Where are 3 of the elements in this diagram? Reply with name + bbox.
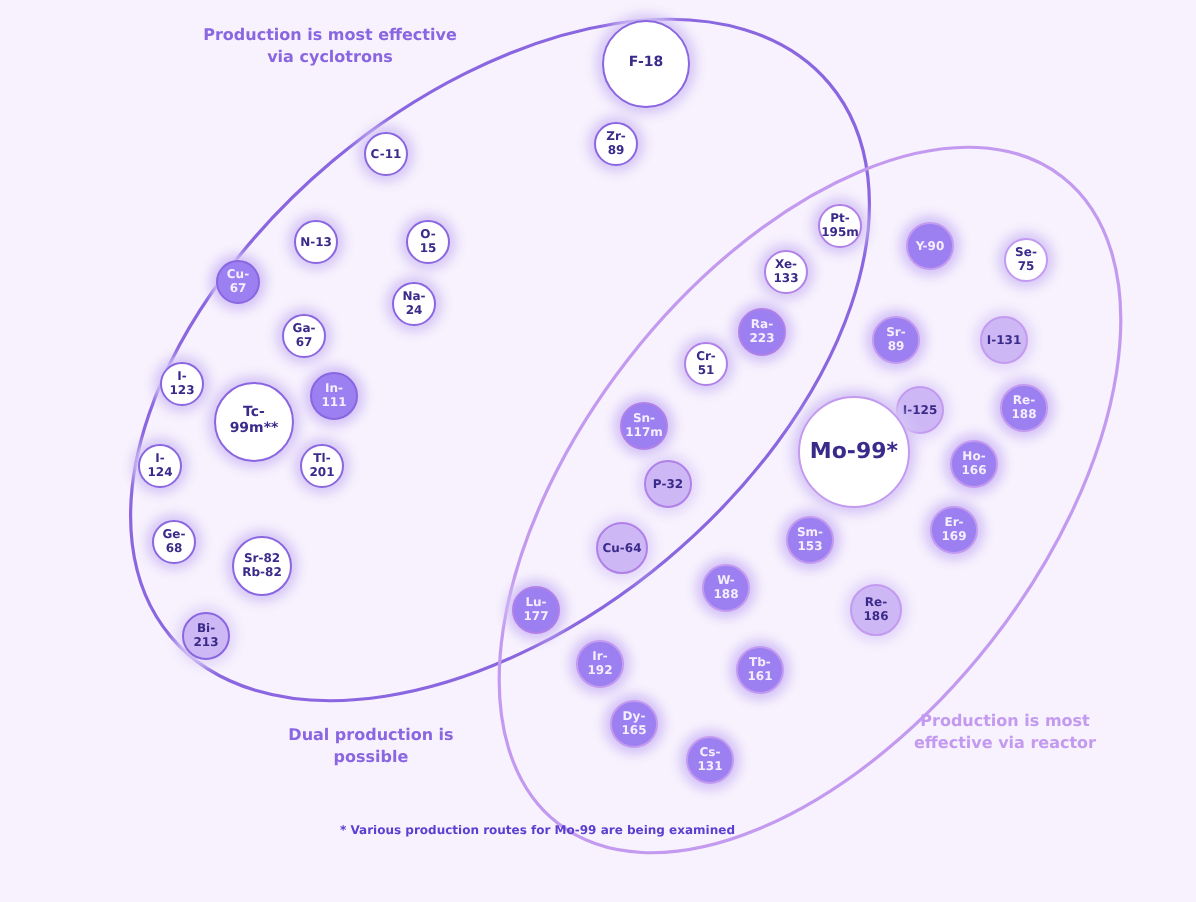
set-heading: Production is most effective via cyclotrons — [201, 24, 459, 68]
set-heading: Production is most effective via reactor — [912, 710, 1098, 754]
region-label: Dual production is possible — [286, 724, 456, 768]
